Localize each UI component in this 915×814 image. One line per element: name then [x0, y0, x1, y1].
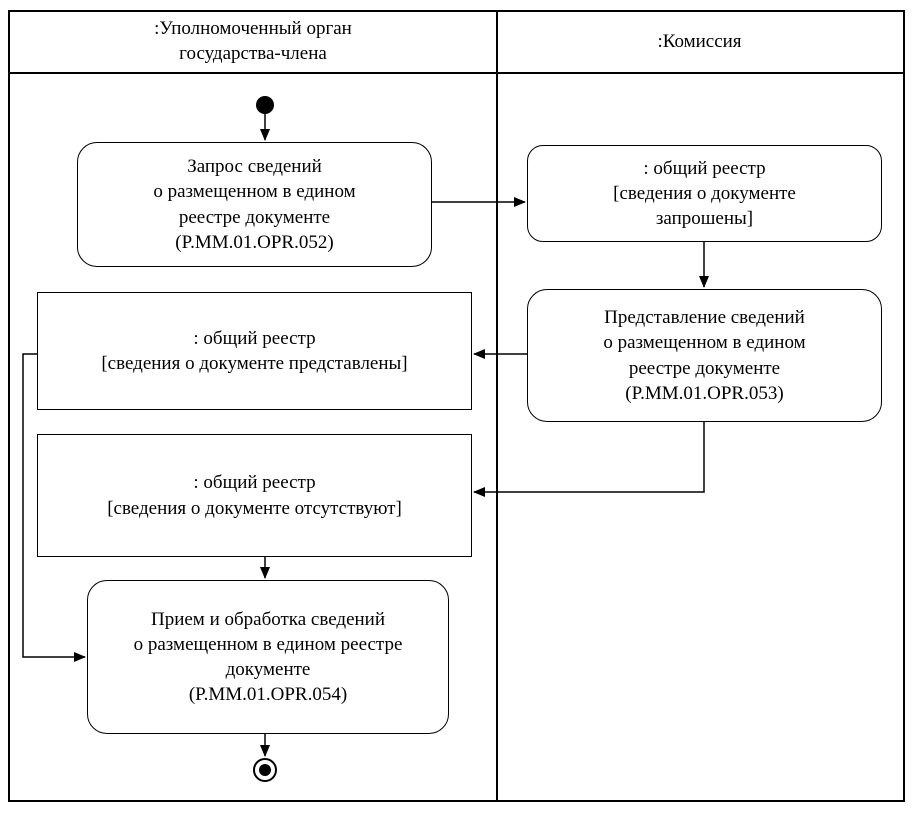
activity-receive-process-document-info: Прием и обработка сведений о размещенном…: [87, 580, 449, 734]
final-node-icon: [253, 758, 277, 782]
final-node-core: [259, 764, 271, 776]
lane-title-commission: :Комиссия: [657, 30, 742, 52]
lane-divider: [496, 12, 498, 800]
initial-node-icon: [256, 96, 274, 114]
activity-request-document-info: Запрос сведений о размещенном в едином р…: [77, 142, 432, 267]
swimlane-header: :Уполномоченный орган государства-члена …: [10, 12, 903, 74]
edge-provide-to-registry-absent: [473, 422, 705, 497]
lane-title-authorized-body: :Уполномоченный орган государства-члена: [154, 18, 352, 64]
object-common-registry-requested: : общий реестр [сведения о документе зап…: [527, 145, 882, 242]
activity-provide-document-info: Представление сведений о размещенном в е…: [527, 289, 882, 422]
object-common-registry-provided: : общий реестр [сведения о документе пре…: [37, 292, 472, 410]
diagram-frame: :Уполномоченный орган государства-члена …: [8, 10, 905, 802]
object-common-registry-absent: : общий реестр [сведения о документе отс…: [37, 434, 472, 557]
